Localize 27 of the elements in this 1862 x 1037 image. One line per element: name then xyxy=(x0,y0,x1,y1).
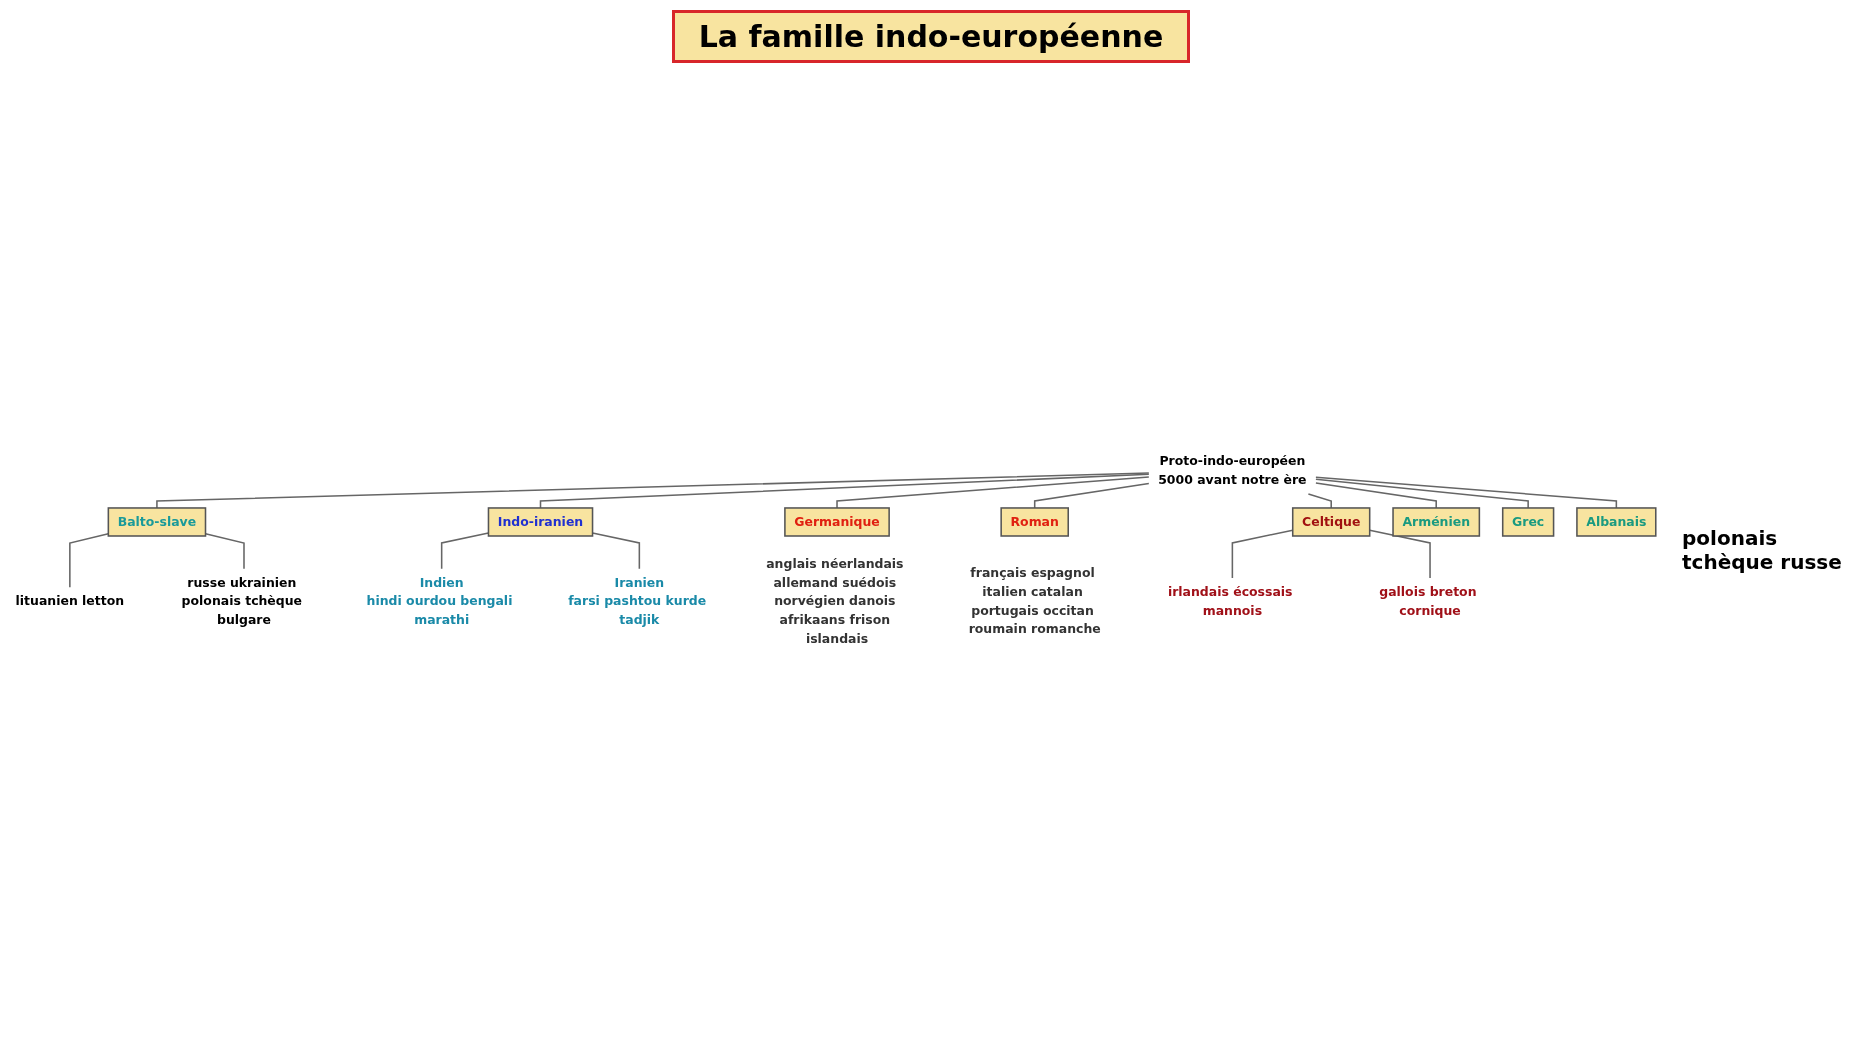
node-text: russe ukrainien polonais tchèque bulgare xyxy=(181,574,303,628)
node-box: Celtique xyxy=(1291,507,1371,537)
node-box: Arménien xyxy=(1392,507,1481,537)
node-box: Indo-iranien xyxy=(487,507,594,537)
node-text: gallois breton cornique xyxy=(1379,584,1477,618)
connector xyxy=(156,472,1150,509)
connector xyxy=(1315,476,1618,509)
node-box: Germanique xyxy=(784,507,890,537)
node-text: irlandais écossais mannois xyxy=(1167,584,1293,618)
node-box: Grec xyxy=(1501,507,1555,537)
node-label: français espagnol italien catalan portugais occitan roumain romanche xyxy=(968,565,1101,637)
connector xyxy=(539,473,1150,509)
node-text: Proto-indo-européen 5000 avant notre ère xyxy=(1158,453,1307,487)
connector xyxy=(1315,482,1437,509)
node-text: Iranien farsi pashtou kurde tadjik xyxy=(568,574,707,628)
title-box: La famille indo-européenne xyxy=(671,10,1191,63)
node-box: Albanais xyxy=(1576,507,1657,537)
connector xyxy=(1307,493,1332,509)
language-list: polonais tchèque russe xyxy=(1682,526,1842,574)
connector xyxy=(1033,482,1150,509)
node-text: Indien hindi ourdou bengali marathi xyxy=(366,574,513,628)
node-box: Balto-slave xyxy=(107,507,207,537)
node-box: Roman xyxy=(1000,507,1069,537)
connector xyxy=(1315,478,1529,509)
node-label: anglais néerlandais allemand suédois norvégien danois afrikaans frison islandais xyxy=(766,556,904,646)
node-text: lituanien letton xyxy=(15,593,125,609)
connector xyxy=(836,476,1150,509)
